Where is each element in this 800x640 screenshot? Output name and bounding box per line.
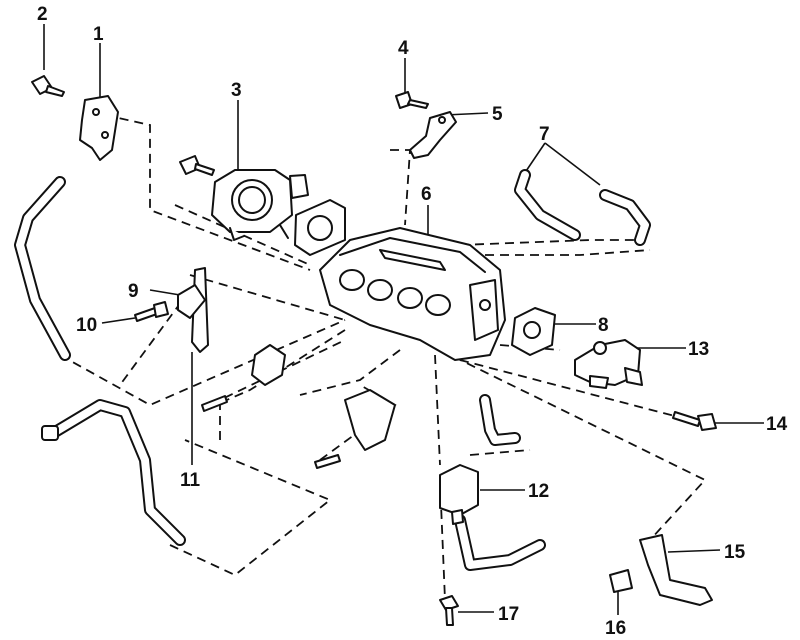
valve-12: [439, 464, 479, 525]
bolt-center: [314, 454, 341, 469]
bracket-center: [344, 389, 396, 451]
callout-4: 4: [398, 38, 409, 59]
breather-hose-pair: [514, 169, 651, 246]
lower-left-hose: [41, 399, 186, 546]
callout-6: 6: [421, 184, 432, 205]
callout-1: 1: [93, 24, 104, 45]
small-elbow-hose: [479, 394, 521, 446]
callout-5: 5: [492, 104, 503, 125]
bolt-16: [609, 569, 633, 593]
assembly-lines: [59, 114, 707, 601]
callout-8: 8: [598, 315, 609, 336]
bolt-2: [31, 75, 65, 97]
gasket-8: [511, 307, 556, 356]
callout-10: 10: [76, 315, 97, 336]
bolt-14: [672, 411, 717, 431]
callout-2: 2: [37, 4, 48, 25]
callout-14: 14: [766, 414, 788, 435]
callout-7: 7: [539, 124, 550, 145]
intake-manifold-6: [319, 227, 506, 361]
callout-numbers: 1 2 3 4 5 6 7 8 9 10 11 12 13 14 15 16 1…: [37, 4, 788, 639]
valve-outlet-hose: [454, 514, 546, 571]
callout-17: 17: [498, 604, 519, 625]
callout-9: 9: [128, 281, 139, 302]
callout-15: 15: [724, 542, 746, 563]
bracket-9-11: [177, 267, 209, 353]
throttle-body-3: [211, 169, 309, 241]
bracket-15: [639, 534, 713, 606]
bolt-center-left: [201, 395, 228, 412]
callout-13: 13: [688, 339, 709, 360]
leader-lines: [43, 24, 764, 615]
bolt-10: [134, 301, 169, 322]
bracket-5: [409, 111, 457, 159]
throttle-gasket: [294, 199, 346, 256]
callout-3: 3: [231, 80, 242, 101]
screw-throttle: [179, 155, 215, 176]
bracket-1: [79, 95, 119, 161]
callout-12: 12: [528, 481, 549, 502]
callout-16: 16: [605, 618, 626, 639]
sensor-bracket: [251, 344, 286, 386]
idle-valve-13: [574, 339, 643, 389]
left-hose: [14, 176, 71, 361]
bolt-17: [439, 595, 459, 626]
callout-11: 11: [180, 470, 201, 491]
bolt-4: [395, 91, 429, 109]
